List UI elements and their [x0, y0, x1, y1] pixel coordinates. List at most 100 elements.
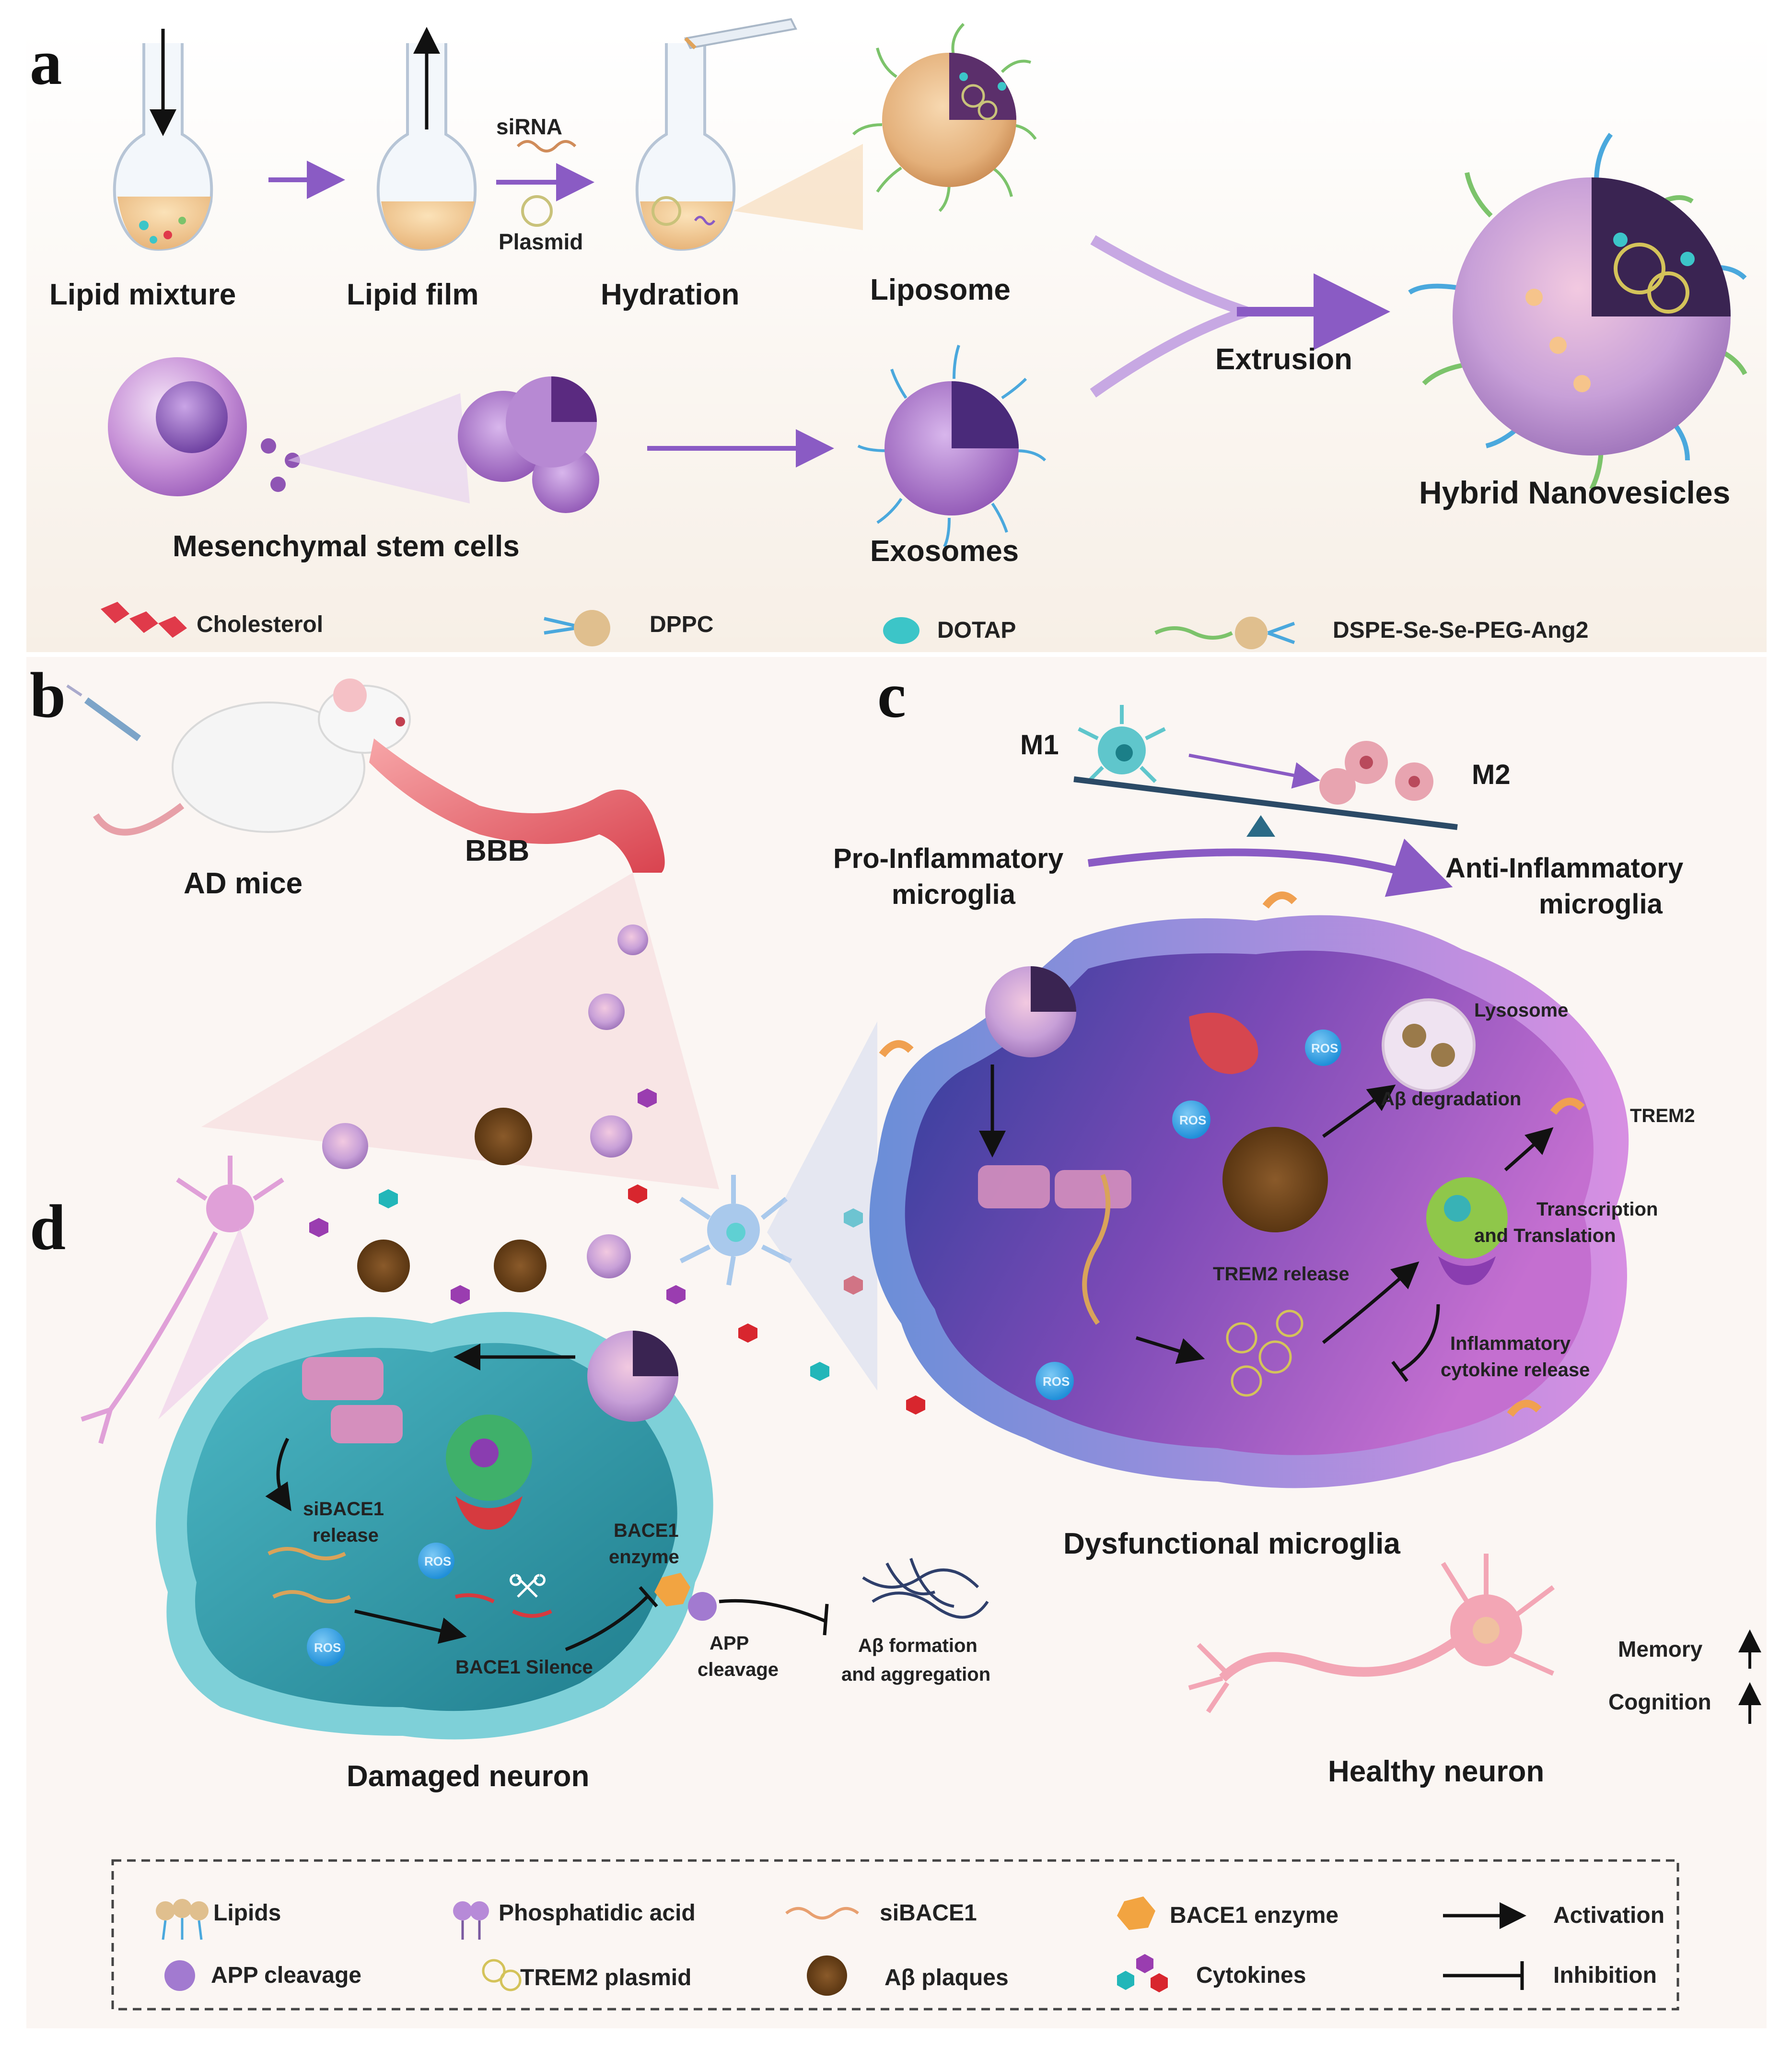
- cytokine-red: [628, 1184, 647, 1204]
- ros-marker: [418, 1543, 454, 1579]
- legend-lipids-icon: [156, 1899, 209, 1940]
- balance-beam: [1073, 776, 1458, 830]
- legend-dppc-label: DPPC: [650, 612, 713, 637]
- label-inflammatory-1: Inflammatory: [1450, 1333, 1571, 1354]
- cytokine-teal: [379, 1189, 398, 1208]
- panel-label-b: b: [30, 660, 66, 731]
- legend-dppc-icon: [544, 610, 610, 646]
- legend-phosphatidic-label: Phosphatidic acid: [499, 1900, 696, 1926]
- cytokine-red: [844, 1276, 863, 1295]
- arrow-liposome-to-extrusion: [1090, 235, 1248, 317]
- legend-box: [111, 1859, 1679, 2011]
- label-plasmid: Plasmid: [499, 229, 583, 254]
- exosome-illustration: [857, 345, 1047, 548]
- abeta-plaque: [357, 1240, 410, 1292]
- abeta-plaque-microglia: [1222, 1127, 1328, 1232]
- abeta-plaque: [494, 1240, 547, 1292]
- label-lipid-film: Lipid film: [347, 278, 479, 311]
- app-cleavage-icon: [688, 1592, 717, 1621]
- cytokine-red: [738, 1323, 757, 1343]
- label-app-cleavage-1: APP: [710, 1633, 749, 1654]
- ros-label: ROS: [424, 1554, 451, 1568]
- label-inflammatory-2: cytokine release: [1441, 1359, 1590, 1381]
- label-app-cleavage-2: cleavage: [698, 1659, 779, 1680]
- lysosome-content: [1431, 1043, 1455, 1067]
- arrow-to-plasmid: [1135, 1336, 1205, 1364]
- vesicle-disassembly: [978, 1165, 1131, 1325]
- flask-lipid-film: [376, 27, 477, 251]
- label-cognition: Cognition: [1608, 1689, 1711, 1714]
- nanovesicle-cutaway: [1031, 966, 1076, 1012]
- label-healthy-neuron: Healthy neuron: [1328, 1755, 1544, 1788]
- inhibit-bace1: [565, 1586, 658, 1651]
- zoom-cone-vessel: [201, 873, 719, 1189]
- lysosome: [1382, 998, 1476, 1092]
- legend-cytokines-icon: [1117, 1954, 1168, 1992]
- healthy-neuron-illustration: [1188, 1554, 1555, 1713]
- cytokine-purple: [309, 1218, 328, 1237]
- legend-dotap-icon: [883, 617, 919, 644]
- inhibit-abeta-formation: [719, 1599, 829, 1636]
- legend-phosphatidic-icon: [453, 1901, 489, 1940]
- zoom-cone-microglia: [767, 1021, 877, 1391]
- label-lipid-mixture: Lipid mixture: [49, 278, 236, 311]
- vesicle-disassembly-neuron: [302, 1357, 403, 1443]
- legend-dotap-label: DOTAP: [937, 618, 1016, 643]
- legend-dspe-label: DSPE-Se-Se-PEG-Ang2: [1333, 618, 1588, 643]
- legend-app-cleavage-label: APP cleavage: [211, 1963, 361, 1988]
- legend-sibace1-label: siBACE1: [880, 1900, 977, 1926]
- zoom-cone-liposome: [733, 144, 863, 230]
- scissors-icon: [510, 1574, 546, 1598]
- label-anti-inflammatory-2: microglia: [1539, 889, 1663, 920]
- label-trem2-release: TREM2 release: [1213, 1264, 1350, 1285]
- cytokine-purple: [666, 1285, 686, 1304]
- damaged-neuron-small-icon: [81, 1156, 284, 1444]
- abeta-fibrils-icon: [862, 1558, 989, 1619]
- label-lysosome: Lysosome: [1474, 1000, 1568, 1021]
- bbb-blood-vessel: [369, 738, 665, 873]
- balance-fulcrum: [1246, 815, 1275, 837]
- label-abeta-degradation: Aβ degradation: [1381, 1088, 1521, 1110]
- legend-trem2-plasmid-label: TREM2 plasmid: [520, 1965, 691, 1990]
- label-memory: Memory: [1618, 1637, 1703, 1662]
- label-pro-inflammatory-2: microglia: [892, 879, 1016, 910]
- ros-marker: [1036, 1362, 1074, 1400]
- ros-label: ROS: [1179, 1113, 1206, 1127]
- cytokine-purple: [638, 1088, 657, 1108]
- legend-bace1-icon: [1117, 1896, 1155, 1930]
- m2-microglia-icon: [1319, 741, 1433, 805]
- inhibit-inflammatory: [1391, 1304, 1440, 1382]
- sirna-strand-icon: [516, 140, 577, 152]
- flask-hydration: [635, 18, 797, 251]
- label-anti-inflammatory-1: Anti-Inflammatory: [1445, 853, 1683, 884]
- label-liposome: Liposome: [870, 273, 1011, 306]
- legend-inhibition-icon: [1443, 1961, 1524, 1990]
- arrow-to-lysosome: [1322, 1084, 1396, 1138]
- liposome-illustration: [852, 23, 1037, 212]
- trem2-receptor-icon: [879, 1040, 914, 1058]
- label-abeta-formation-1: Aβ formation: [858, 1635, 977, 1656]
- cytokine-teal: [844, 1208, 863, 1228]
- trem2-plasmids: [1226, 1310, 1303, 1397]
- trem2-receptor-icon: [1262, 891, 1297, 909]
- label-bace1-enzyme-2: enzyme: [609, 1546, 679, 1568]
- msc-illustration: [108, 357, 599, 513]
- cytokine-purple: [451, 1285, 470, 1304]
- nanovesicle-flow: [590, 1115, 632, 1158]
- label-exosomes: Exosomes: [870, 535, 1019, 568]
- flask-lipid-mixture: [113, 29, 213, 251]
- m1-microglia-icon: [1078, 705, 1166, 783]
- sibace1-strand: [268, 1547, 346, 1560]
- ros-label: ROS: [1311, 1041, 1338, 1055]
- label-msc: Mesenchymal stem cells: [173, 530, 520, 563]
- mitochondrion: [1189, 1012, 1258, 1074]
- arrow-to-trem2: [1504, 1127, 1554, 1171]
- legend-abeta-plaques-label: Aβ plaques: [884, 1965, 1009, 1990]
- nanovesicle-flow: [587, 1234, 631, 1278]
- label-ad-mice: AD mice: [184, 867, 303, 900]
- arrow-pro-to-anti: [1087, 838, 1453, 897]
- legend-dspe-icon: [1154, 617, 1295, 649]
- microglia-small-icon: [679, 1175, 792, 1286]
- label-damaged-neuron: Damaged neuron: [347, 1760, 589, 1793]
